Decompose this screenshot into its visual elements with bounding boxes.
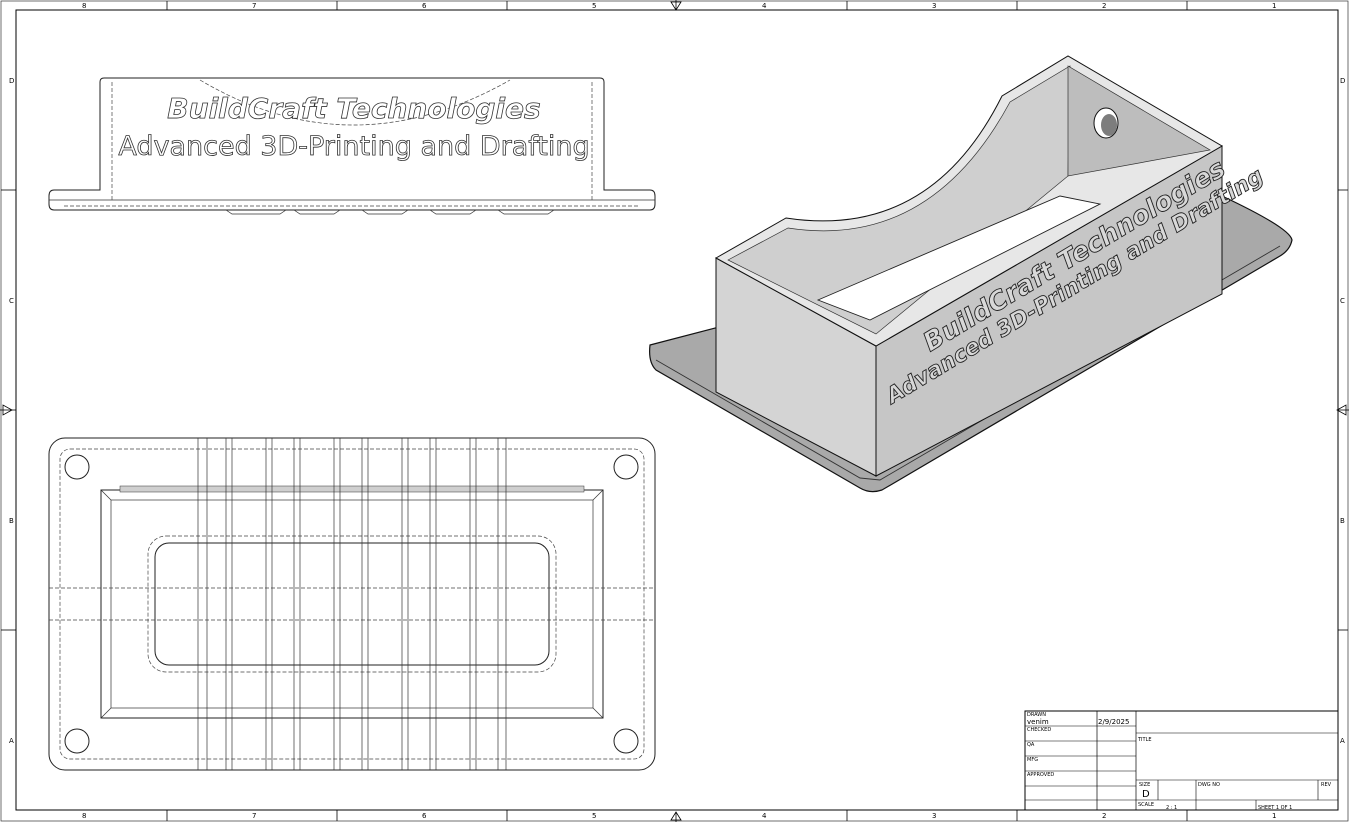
zone-label: C: [1340, 297, 1345, 305]
zone-label: 3: [932, 2, 936, 10]
zone-label: 6: [422, 812, 427, 820]
zone-label: 5: [592, 2, 596, 10]
zone-label: B: [9, 517, 14, 525]
zone-labels-bottom: 8 7 6 5 4 3 2 1: [82, 812, 1276, 820]
front-logo-line2: Advanced 3D-Printing and Drafting: [118, 131, 589, 162]
size-label: SIZE: [1139, 782, 1150, 788]
zone-labels-right: D C B A: [1340, 77, 1345, 745]
scale-value: 2 : 1: [1166, 805, 1177, 811]
zone-label: 3: [932, 812, 936, 820]
zone-labels-left: D C B A: [9, 77, 14, 745]
mounting-hole: [613, 454, 639, 480]
mfg-label: MFG: [1027, 757, 1038, 763]
zone-label: 6: [422, 2, 427, 10]
zone-label: D: [9, 77, 14, 85]
zone-label: D: [1340, 77, 1345, 85]
size-value: D: [1142, 789, 1150, 800]
mounting-hole: [613, 728, 639, 754]
zone-label: A: [9, 737, 14, 745]
zone-label: 8: [82, 2, 86, 10]
zone-label: 8: [82, 812, 86, 820]
top-view: [48, 437, 656, 771]
rev-label: REV: [1321, 782, 1332, 788]
dwg-no-label: DWG NO: [1198, 782, 1220, 788]
isometric-view: BuildCraft Technologies Advanced 3D-Prin…: [649, 55, 1293, 493]
title-label: TITLE: [1137, 737, 1152, 743]
zone-label: 4: [762, 2, 767, 10]
zone-label: A: [1340, 737, 1345, 745]
zone-label: 4: [762, 812, 767, 820]
zone-label: 7: [252, 2, 256, 10]
drawn-label: DRAWN: [1027, 712, 1046, 718]
approved-label: APPROVED: [1027, 772, 1054, 778]
zone-labels-top: 8 7 6 5 4 3 2 1: [82, 2, 1276, 10]
scale-label: SCALE: [1138, 802, 1154, 808]
zone-label: C: [9, 297, 14, 305]
drawn-date: 2/9/2025: [1098, 718, 1129, 726]
front-logo-line1: BuildCraft Technologies: [167, 92, 540, 125]
mounting-hole: [64, 454, 90, 480]
drawn-by: venim: [1027, 718, 1049, 726]
zone-label: 7: [252, 812, 256, 820]
mounting-hole: [64, 728, 90, 754]
zone-label: 1: [1272, 2, 1276, 10]
checked-label: CHECKED: [1027, 727, 1051, 733]
qa-label: QA: [1027, 742, 1035, 748]
zone-label: 2: [1102, 2, 1106, 10]
zone-label: 5: [592, 812, 596, 820]
zone-label: 1: [1272, 812, 1276, 820]
sheet-label: SHEET 1 OF 1: [1258, 805, 1292, 811]
title-block: DRAWN venim 2/9/2025 CHECKED QA MFG APPR…: [1024, 710, 1339, 811]
zone-label: 2: [1102, 812, 1106, 820]
front-view: BuildCraft Technologies Advanced 3D-Prin…: [48, 77, 656, 215]
zone-label: B: [1340, 517, 1345, 525]
